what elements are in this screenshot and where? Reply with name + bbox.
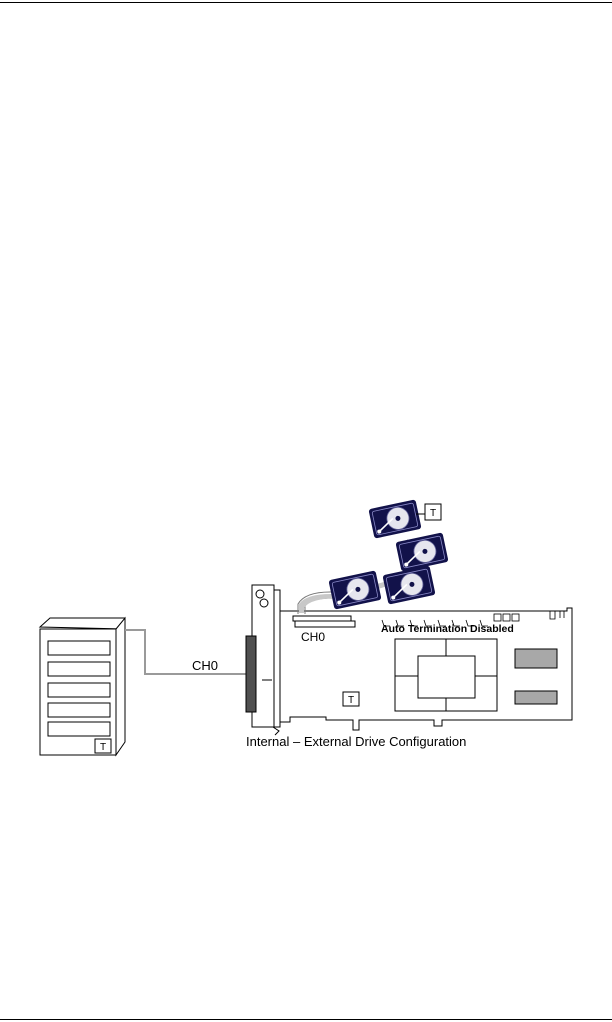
internal-connector [292, 615, 352, 622]
internal-drive-3 [394, 531, 450, 573]
external-connector [245, 635, 257, 713]
drive-bay-3 [47, 682, 111, 698]
auto-termination-label: Auto Termination Disabled [381, 623, 514, 635]
external-cable [125, 629, 247, 675]
drive-bay-1 [47, 640, 111, 656]
external-terminator: T [94, 738, 112, 754]
board-terminator: T [342, 691, 360, 707]
external-drive-enclosure: T [38, 616, 126, 757]
bottom-rule [0, 1019, 612, 1020]
memory-chip-1 [514, 648, 558, 669]
memory-chip-2 [514, 690, 558, 705]
svg-text:T: T [430, 508, 436, 519]
diagram-caption: Internal – External Drive Configuration [246, 734, 466, 749]
svg-text:T: T [100, 742, 106, 753]
external-channel-label: CH0 [192, 658, 218, 673]
drive-bay-2 [47, 661, 111, 677]
internal-drive-4 [367, 498, 423, 540]
svg-text:T: T [348, 695, 354, 706]
drive-bay-4 [47, 702, 111, 718]
drive-bay-5 [47, 721, 111, 737]
internal-channel-label: CH0 [301, 630, 325, 644]
internal-drive-1 [327, 569, 383, 611]
drive-chain-terminator: T [424, 503, 442, 521]
top-rule [0, 2, 612, 3]
internal-drive-2 [381, 564, 437, 606]
controller-board: T [279, 607, 573, 731]
